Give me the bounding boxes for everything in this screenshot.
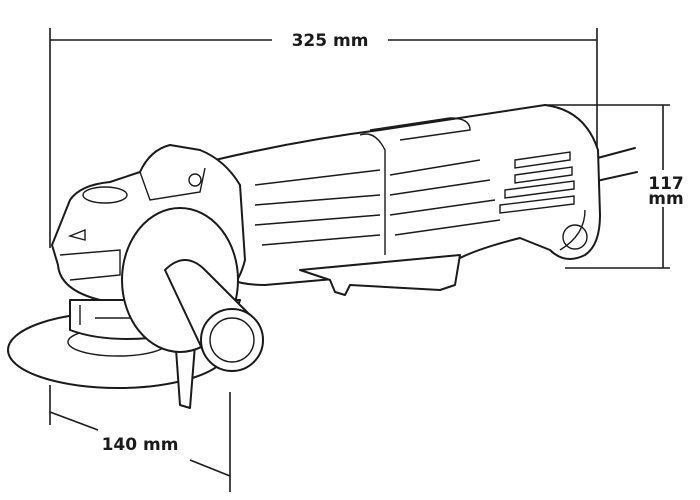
motor-housing bbox=[214, 104, 601, 286]
height-dimension: 117 mm bbox=[545, 104, 684, 269]
side-handle bbox=[121, 207, 264, 372]
length-dimension: 325 mm bbox=[49, 28, 598, 248]
height-value-label: 117 bbox=[648, 174, 684, 194]
air-vents bbox=[499, 151, 575, 214]
height-unit-label: mm bbox=[648, 189, 683, 209]
paddle-switch bbox=[299, 254, 461, 296]
disc-dimension: 140 mm bbox=[49, 385, 231, 492]
disc-diameter-label: 140 mm bbox=[102, 435, 179, 455]
length-label: 325 mm bbox=[292, 31, 369, 51]
